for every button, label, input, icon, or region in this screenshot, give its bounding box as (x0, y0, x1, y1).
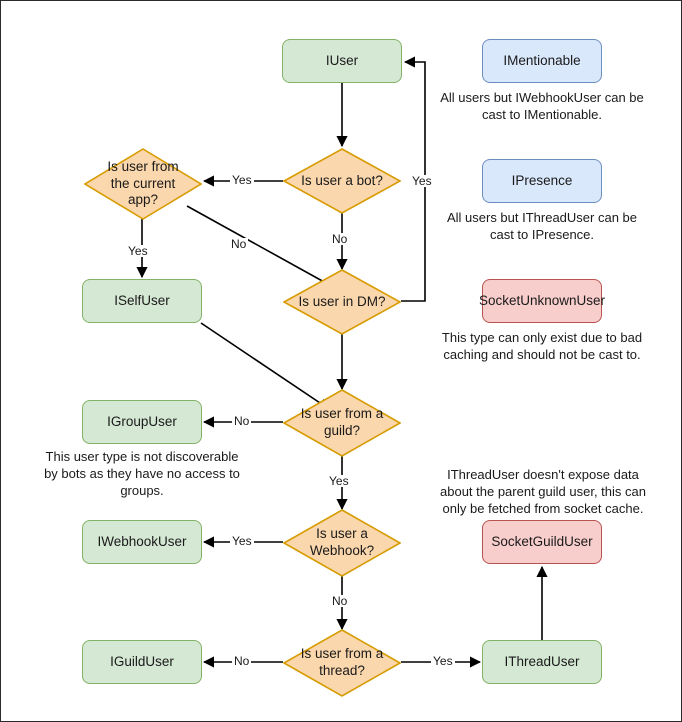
node-is-current-app-label: Is user from the current app? (107, 158, 179, 208)
node-is-dm-label: Is user in DM? (298, 293, 386, 309)
note-socketunknownuser: This type can only exist due to bad cach… (441, 330, 643, 362)
edge-label-bot-yes: Yes (230, 173, 254, 187)
node-ipresence-label: IPresence (511, 172, 573, 188)
edge-label-bot-no: No (330, 232, 350, 246)
node-is-current-app[interactable]: Is user from the current app? (84, 148, 202, 220)
node-is-webhook-label: Is user a Webhook? (309, 526, 375, 558)
edge-label-webhook-yes: Yes (230, 534, 254, 548)
node-iguilduser[interactable]: IGuildUser (82, 640, 202, 684)
edge-label-thread-yes: Yes (431, 654, 455, 668)
edge-label-webhook-no: No (330, 594, 350, 608)
edge-label-guild-no: No (232, 414, 252, 428)
node-ipresence[interactable]: IPresence (482, 159, 602, 203)
edge-label-guild-yes: Yes (327, 474, 351, 488)
node-iuser[interactable]: IUser (282, 39, 402, 83)
edge-label-app-no: No (229, 237, 249, 251)
node-is-guild-label: Is user from a guild? (300, 406, 384, 438)
note-socketguilduser: IThreadUser doesn't expose data about th… (440, 467, 646, 516)
node-igroupuser-label: IGroupUser (107, 413, 177, 429)
is-current-app-diamond-shape (84, 148, 202, 220)
node-socketunknownuser[interactable]: SocketUnknownUser (478, 279, 606, 323)
note-ipresence: All users but IThreadUser can be cast to… (446, 210, 638, 242)
node-is-guild[interactable]: Is user from a guild? (283, 389, 401, 457)
node-iguilduser-label: IGuildUser (110, 653, 174, 669)
node-is-dm[interactable]: Is user in DM? (283, 269, 401, 335)
node-iwebhookuser[interactable]: IWebhookUser (82, 520, 202, 564)
node-socketguilduser[interactable]: SocketGuildUser (482, 520, 602, 564)
node-socketguilduser-label: SocketGuildUser (491, 533, 593, 549)
node-iuser-label: IUser (325, 52, 359, 68)
node-imentionable[interactable]: IMentionable (482, 39, 602, 83)
node-is-bot-label: Is user a bot? (301, 172, 383, 188)
note-igroupuser: This user type is not discoverable by bo… (44, 449, 240, 498)
node-igroupuser[interactable]: IGroupUser (82, 400, 202, 444)
edge-label-thread-no: No (232, 654, 252, 668)
node-ithreaduser[interactable]: IThreadUser (482, 640, 602, 684)
node-is-webhook[interactable]: Is user a Webhook? (283, 509, 401, 577)
node-is-thread-label: Is user from a thread? (300, 646, 384, 678)
node-is-thread[interactable]: Is user from a thread? (283, 629, 401, 697)
note-imentionable: All users but IWebhookUser can be cast t… (440, 90, 644, 122)
node-is-bot[interactable]: Is user a bot? (283, 148, 401, 214)
node-ithreaduser-label: IThreadUser (504, 653, 580, 669)
edge-label-dm-yes: Yes (410, 174, 434, 188)
node-socketunknownuser-label: SocketUnknownUser (478, 292, 606, 308)
edge-label-app-yes: Yes (126, 244, 150, 258)
node-iwebhookuser-label: IWebhookUser (97, 533, 187, 549)
node-iselfuser[interactable]: ISelfUser (82, 279, 202, 323)
node-iselfuser-label: ISelfUser (114, 292, 170, 308)
is-thread-diamond-shape (283, 629, 401, 697)
node-imentionable-label: IMentionable (503, 52, 581, 68)
